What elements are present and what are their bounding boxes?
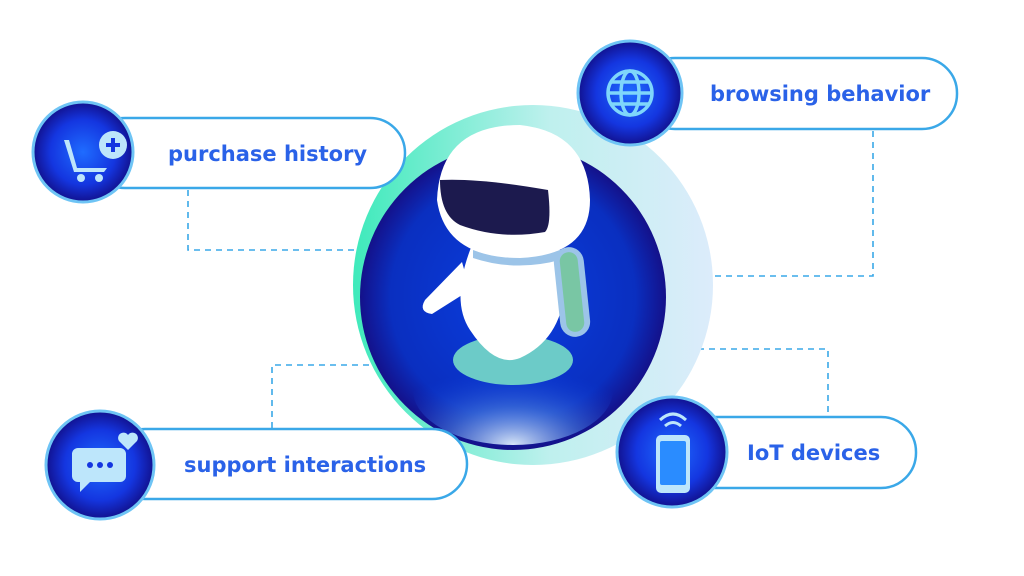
connector-purchase-history [187, 190, 365, 251]
node-iot-devices: IoT devices [615, 395, 918, 509]
node-support-interactions: support interactions [44, 409, 469, 521]
shopping-cart-plus-icon [56, 131, 127, 182]
node-label: purchase history [168, 142, 367, 166]
node-browsing-behavior: browsing behavior [576, 39, 959, 147]
robot-hub [353, 105, 713, 465]
connector-iot-devices [652, 348, 829, 412]
globe-icon [606, 69, 654, 117]
node-label: support interactions [184, 453, 426, 477]
node-purchase-history: purchase history [31, 100, 407, 204]
connector-support-interactions [271, 364, 380, 428]
chat-heart-icon [72, 432, 138, 492]
robot-icon [422, 125, 591, 385]
node-label: IoT devices [747, 441, 880, 465]
connector-browsing-behavior [665, 131, 874, 277]
node-label: browsing behavior [710, 82, 931, 106]
smartphone-wifi-icon [656, 412, 690, 493]
